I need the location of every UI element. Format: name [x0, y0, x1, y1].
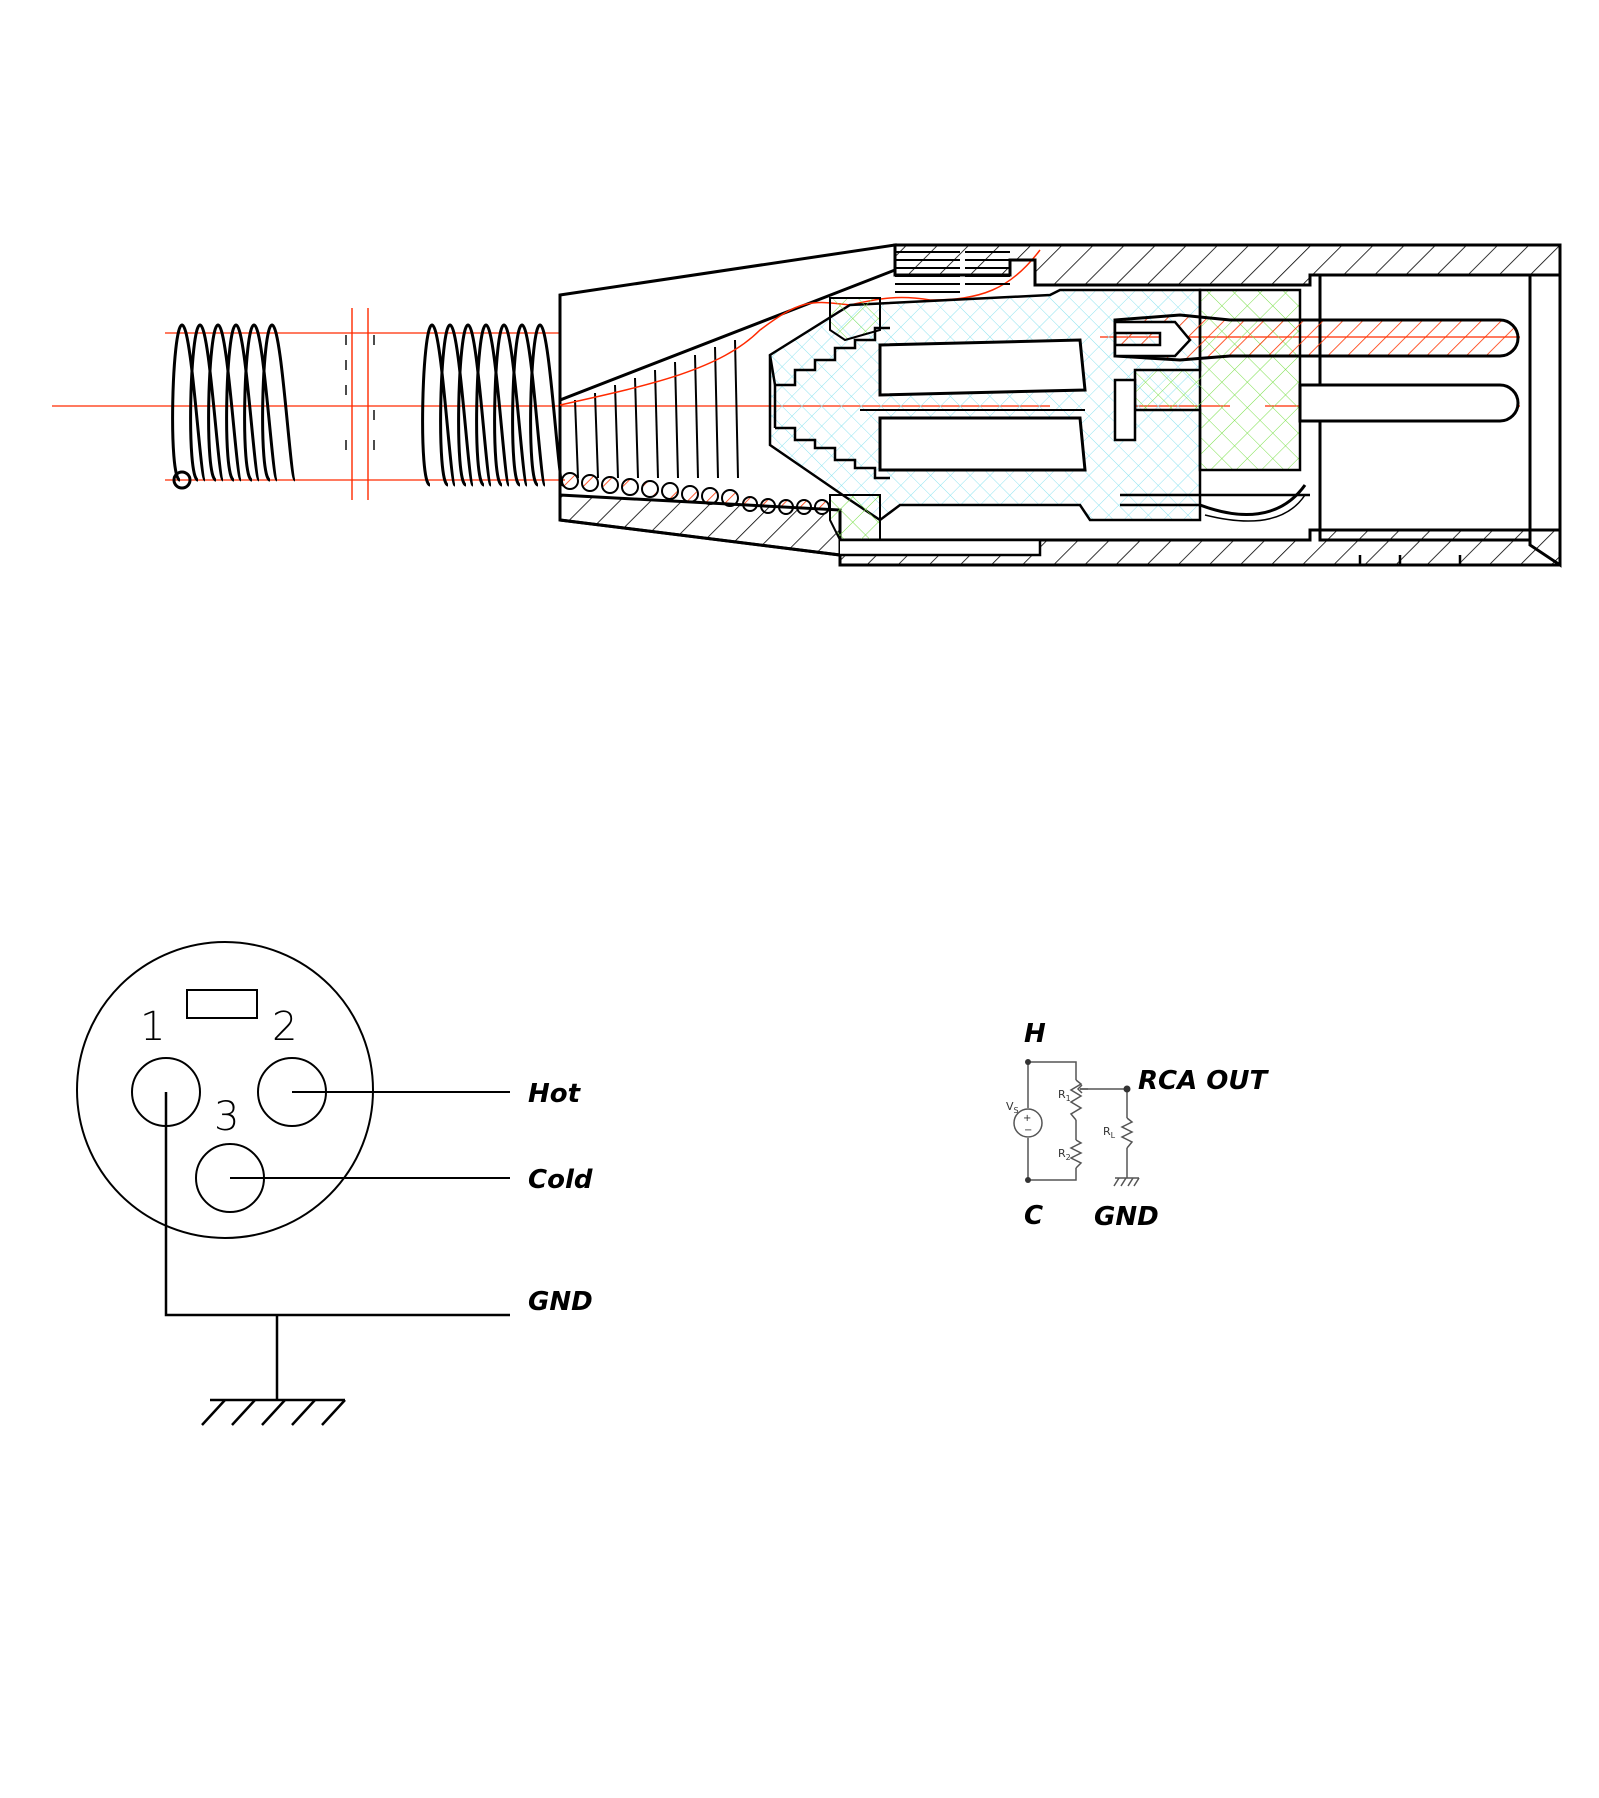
node-dot-c	[1025, 1177, 1031, 1183]
node-dot-h	[1025, 1059, 1031, 1065]
male-pin-cold	[1298, 383, 1520, 423]
node-dot-out	[1123, 1085, 1131, 1093]
collet-teeth	[768, 326, 890, 480]
r2-resistor-icon	[1069, 1139, 1083, 1169]
cable-spring-left	[171, 323, 297, 490]
socket-sleeves	[860, 338, 1087, 472]
contact-block-lower-left	[829, 494, 881, 541]
r1-label: R1	[1058, 1088, 1071, 1103]
contact-block-left	[829, 297, 881, 342]
boot-strain-lines	[574, 339, 739, 479]
xlr-pinout: 1 2 3 Hot Cold GND	[76, 941, 593, 1426]
gnd-node-label: GND	[1094, 1202, 1159, 1232]
r2-label: R2	[1058, 1147, 1071, 1162]
rca-out-label: RCA OUT	[1138, 1066, 1269, 1096]
cold-node-label: C	[1024, 1201, 1043, 1231]
hot-label: Hot	[528, 1079, 582, 1109]
rl-label: RL	[1103, 1125, 1116, 1140]
schematic-wires	[1027, 1061, 1128, 1181]
voltage-source-icon	[1013, 1108, 1043, 1138]
pin-2-number: 2	[272, 1004, 297, 1050]
rca-schematic: H C RCA OUT GND + −	[1006, 1019, 1269, 1232]
bottom-steps	[840, 493, 1462, 565]
gnd-wire	[164, 1092, 510, 1317]
pin-3-number: 3	[214, 1094, 239, 1140]
source-minus: −	[1024, 1125, 1032, 1136]
source-plus: +	[1023, 1113, 1031, 1124]
male-pin-hot	[1113, 313, 1520, 362]
gnd-label: GND	[528, 1287, 593, 1317]
wiper-arrow-icon	[1076, 1084, 1088, 1094]
cable-spring-right	[421, 323, 565, 487]
knurl-ring	[895, 251, 1010, 293]
keyway	[186, 989, 258, 1019]
solder-cups	[1113, 320, 1192, 442]
pin-1-number: 1	[140, 1004, 165, 1050]
vs-label: VS	[1006, 1100, 1019, 1115]
schematic-ground-icon	[1113, 1177, 1140, 1187]
r1-resistor-icon	[1069, 1079, 1083, 1121]
cold-label: Cold	[528, 1165, 593, 1195]
xlr-cross-section	[52, 243, 1562, 568]
latch-spring-inner	[1204, 494, 1306, 522]
connector-face	[76, 941, 374, 1239]
break-lines	[345, 308, 375, 500]
hot-node-label: H	[1024, 1019, 1046, 1049]
ground-symbol-icon	[201, 1398, 346, 1426]
rl-resistor-icon	[1120, 1117, 1134, 1149]
